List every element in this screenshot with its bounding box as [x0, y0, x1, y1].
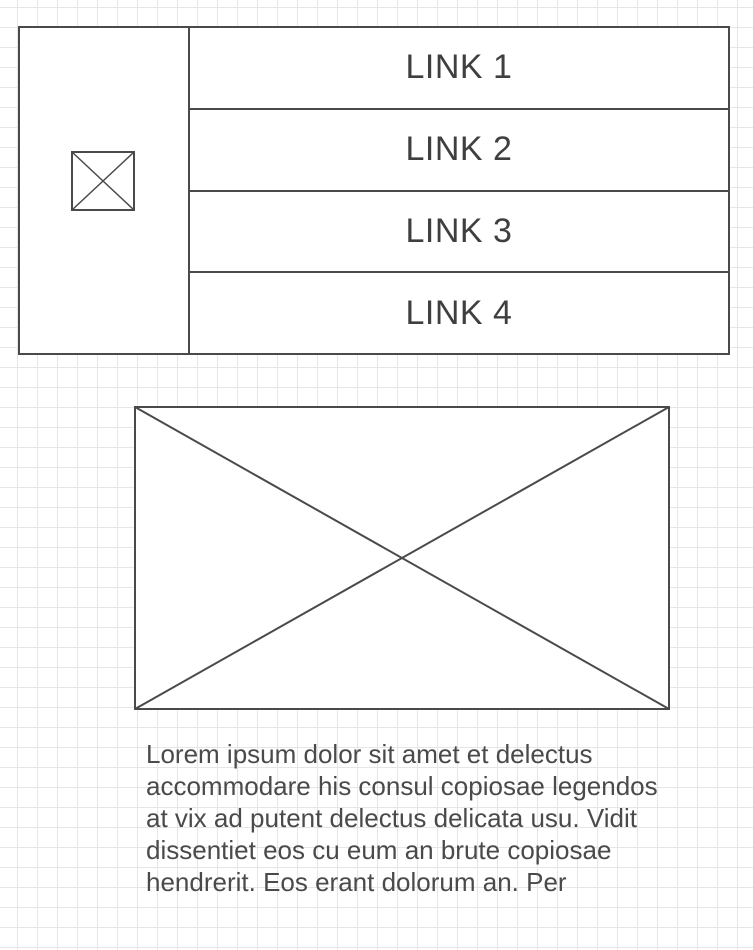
image-placeholder-icon	[71, 151, 135, 211]
nav-link-3[interactable]: LINK 3	[190, 192, 728, 274]
header: LINK 1 LINK 2 LINK 3 LINK 4	[18, 26, 730, 355]
nav-link-2[interactable]: LINK 2	[190, 110, 728, 192]
nav-link-1[interactable]: LINK 1	[190, 28, 728, 110]
nav-links: LINK 1 LINK 2 LINK 3 LINK 4	[190, 28, 728, 353]
logo-cell[interactable]	[20, 28, 190, 353]
hero-image-placeholder	[134, 406, 670, 710]
body-paragraph: Lorem ipsum dolor sit amet et delectus a…	[146, 739, 658, 897]
nav-link-4[interactable]: LINK 4	[405, 293, 513, 332]
